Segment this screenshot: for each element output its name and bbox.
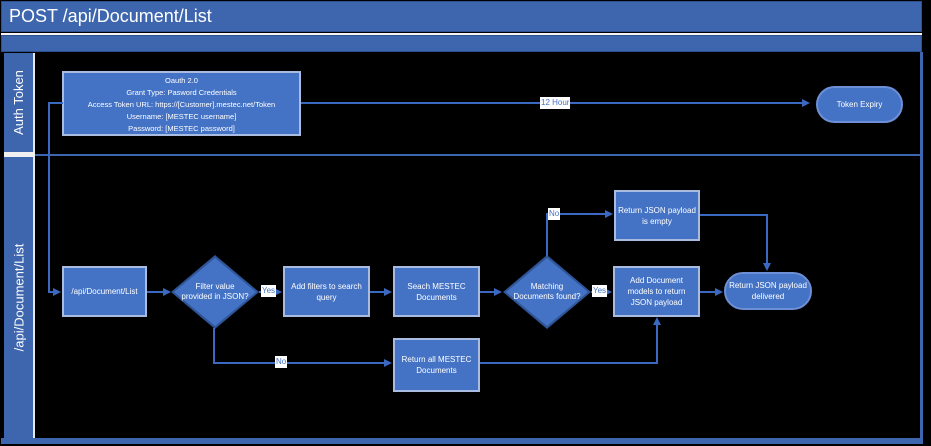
edge-label-matching-no: No — [548, 208, 561, 220]
node-filter-decision[interactable]: Filter value provided in JSON? — [171, 255, 259, 329]
node-add-models-label: Add Document models to return JSON paylo… — [627, 276, 686, 307]
edge-label-12-hour: 12 Hour — [540, 97, 571, 109]
connector-api-filter — [147, 291, 165, 293]
connector-return-all-right — [480, 362, 658, 364]
connector-empty-down — [766, 214, 768, 264]
node-oauth-credentials[interactable]: Oauth 2.0 Grant Type: Pasword Credential… — [62, 71, 301, 136]
header-band — [1, 35, 922, 52]
arrowhead-add-models — [604, 288, 612, 296]
connector-return-all-up — [656, 324, 658, 364]
connector-oauth-down — [48, 102, 50, 292]
connector-filter-no-right — [213, 362, 386, 364]
arrowhead-token-expiry — [802, 99, 810, 107]
lane-auth-token[interactable]: Auth Token — [4, 53, 35, 152]
connector-empty-right — [700, 214, 768, 216]
diagram-title-bar: POST /api/Document/List — [1, 1, 922, 32]
node-token-expiry[interactable]: Token Expiry — [816, 86, 903, 123]
edge-label-filter-yes: Yes — [261, 285, 277, 297]
edge-label-matching-yes: Yes — [592, 285, 608, 297]
connector-into-api — [48, 291, 56, 293]
node-return-empty-label: Return JSON payload is empty — [618, 205, 696, 226]
node-token-expiry-label: Token Expiry — [836, 100, 883, 109]
node-search-documents[interactable]: Seach MESTEC Documents — [393, 266, 480, 317]
arrowhead-filter-decision — [163, 288, 171, 296]
node-api-endpoint-label: /api/Document/List — [71, 287, 138, 296]
connector-matching-no-right — [546, 213, 607, 215]
node-matching-decision-label: Matching Documents found? — [513, 281, 581, 302]
arrowhead-add-models-bottom — [653, 317, 661, 325]
node-api-endpoint[interactable]: /api/Document/List — [62, 266, 147, 317]
node-return-empty[interactable]: Return JSON payload is empty — [614, 190, 700, 241]
node-search-documents-label: Seach MESTEC Documents — [407, 281, 466, 302]
node-return-all[interactable]: Return all MESTEC Documents — [393, 338, 480, 392]
lane-divider — [4, 152, 35, 157]
connector-oauth-left — [48, 102, 63, 104]
frame-right-border — [920, 52, 923, 442]
node-return-delivered-label: Return JSON payload delivered — [729, 281, 807, 301]
connector-filter-no-down — [213, 328, 215, 364]
lane-auth-token-label: Auth Token — [11, 70, 26, 135]
arrowhead-delivered-top — [763, 263, 771, 271]
arrowhead-search-documents — [384, 288, 392, 296]
node-matching-decision[interactable]: Matching Documents found? — [503, 255, 591, 329]
node-filter-decision-label: Filter value provided in JSON? — [181, 281, 249, 302]
page-title: POST /api/Document/List — [9, 6, 212, 26]
node-add-models[interactable]: Add Document models to return JSON paylo… — [613, 266, 700, 317]
connector-models-delivered — [700, 291, 717, 293]
arrowhead-into-api — [53, 288, 61, 296]
arrowhead-matching-decision — [494, 288, 502, 296]
node-add-filters-label: Add filters to search query — [291, 281, 362, 302]
title-separator — [1, 33, 922, 35]
node-add-filters[interactable]: Add filters to search query — [283, 266, 370, 317]
connector-filters-search — [370, 291, 386, 293]
connector-matching-no-up — [546, 213, 548, 256]
node-oauth-credentials-text: Oauth 2.0 Grant Type: Pasword Credential… — [87, 76, 276, 133]
lane-api-document-list[interactable]: /api/Document/List — [4, 157, 35, 438]
lane-separator-line — [35, 154, 921, 156]
node-return-all-label: Return all MESTEC Documents — [401, 355, 472, 375]
lane-api-document-list-label: /api/Document/List — [11, 243, 27, 352]
connector-search-matching — [480, 291, 496, 293]
arrowhead-return-all — [384, 359, 392, 367]
node-return-delivered[interactable]: Return JSON payload delivered — [724, 272, 812, 310]
arrowhead-return-empty — [605, 210, 613, 218]
edge-label-filter-no: No — [275, 356, 288, 368]
arrowhead-delivered-left — [715, 288, 723, 296]
frame-bottom-border — [1, 438, 923, 444]
arrowhead-add-filters — [274, 288, 282, 296]
